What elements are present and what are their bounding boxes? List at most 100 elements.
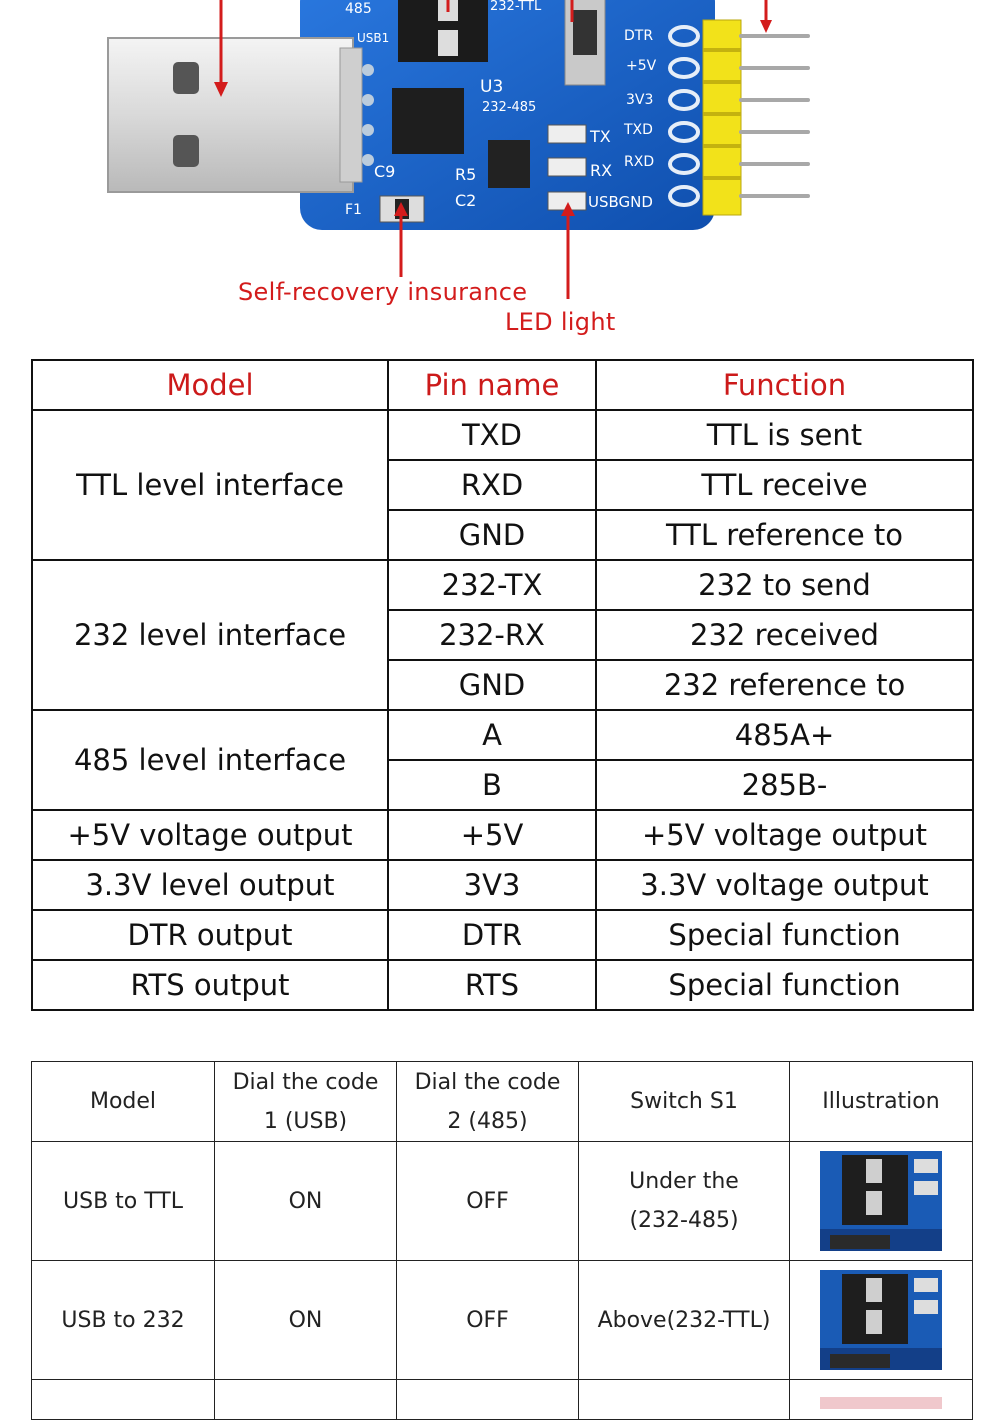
function-cell: TTL receive — [595, 459, 974, 511]
mode-switch-table: Model Dial the code 1 (USB) Dial the code… — [31, 1061, 973, 1420]
pin-cell: B — [387, 759, 597, 811]
silk-u3: U3 — [480, 77, 503, 97]
silk-f1: F1 — [345, 202, 362, 218]
model-cell: 485 level interface — [31, 709, 389, 811]
usb-converter-board-illustration: 485 USB1 232-TTL U3 232-485 C9 R5 C2 F1 … — [107, 0, 810, 299]
function-cell: 3.3V voltage output — [595, 859, 974, 911]
callout-led-label: LED light — [505, 308, 616, 336]
header-dial-2: Dial the code 2 (485) — [396, 1061, 579, 1142]
silk-usb1: USB1 — [357, 31, 389, 45]
model-cell: RTS output — [31, 959, 389, 1011]
callout-fuse-label: Self-recovery insurance — [238, 278, 528, 306]
silk-5v: +5V — [626, 58, 657, 74]
header-illustration: Illustration — [789, 1061, 973, 1142]
function-cell: TTL reference to — [595, 509, 974, 561]
switch-cell: Under the (232-485) — [578, 1141, 790, 1261]
silk-txd: TXD — [623, 122, 653, 138]
table-row: GND 232 reference to — [32, 659, 974, 711]
pin-cell: +5V — [387, 809, 597, 861]
dip-switch-photo — [820, 1270, 942, 1370]
function-cell: Special function — [595, 959, 974, 1011]
table-header-row: Model Dial the code 1 (USB) Dial the code… — [31, 1061, 973, 1142]
table-row: USB to 232 ON OFF Above(232-TTL) — [31, 1260, 973, 1380]
silk-c9: C9 — [374, 162, 395, 181]
silk-232-ttl: 232-TTL — [490, 0, 542, 14]
function-cell: 285B- — [595, 759, 974, 811]
silk-usbgnd: USBGND — [588, 193, 653, 211]
usb-hole-bottom — [173, 135, 199, 167]
silk-r5: R5 — [455, 165, 476, 184]
pin-cell: 3V3 — [387, 859, 597, 911]
header-dial-2-line1: Dial the code — [414, 1069, 561, 1095]
pin-cell: A — [387, 709, 597, 761]
header-pin-name: Pin name — [387, 359, 597, 411]
pin-function-table: Model Pin name Function TTL level interf… — [31, 359, 974, 1011]
table-row: RTS output RTS Special function — [31, 959, 974, 1011]
table-row: USB to TTL ON OFF Under the (232-485) — [31, 1141, 973, 1261]
illustration-cell — [789, 1260, 973, 1380]
header-dial-1: Dial the code 1 (USB) — [214, 1061, 397, 1142]
table-row: B 285B- — [32, 759, 974, 811]
table-row: 485 level interface A 485A+ — [31, 709, 974, 811]
pin-cell: GND — [387, 659, 597, 711]
header-model: Model — [31, 1061, 215, 1142]
dip-switch-photo — [820, 1151, 942, 1251]
silk-rxd: RXD — [624, 154, 654, 170]
table-row: RXD TTL receive — [32, 459, 974, 511]
model-cell: 3.3V level output — [31, 859, 389, 911]
pin-cell: 232-TX — [387, 559, 597, 611]
pin-cell: RTS — [387, 959, 597, 1011]
header-dial-1-line2: 1 (USB) — [263, 1108, 348, 1134]
table-row: GND TTL reference to — [32, 509, 974, 561]
switch-cell: Above(232-TTL) — [578, 1260, 790, 1380]
model-cell: 232 level interface — [31, 559, 389, 711]
switch-line1: Under the — [629, 1169, 739, 1194]
header-switch-s1: Switch S1 — [578, 1061, 790, 1142]
usb-hole-top — [173, 62, 199, 94]
model-cell: USB to TTL — [31, 1141, 215, 1261]
pin-cell: TXD — [387, 409, 597, 461]
silk-485: 485 — [345, 1, 372, 17]
model-cell: +5V voltage output — [31, 809, 389, 861]
illustration-cell — [789, 1141, 973, 1261]
dial-1-cell: ON — [214, 1260, 397, 1380]
header-dial-2-line2: 2 (485) — [447, 1108, 528, 1134]
silk-dtr: DTR — [624, 28, 653, 44]
header-dial-1-line1: Dial the code — [232, 1069, 379, 1095]
pin-header — [702, 19, 742, 216]
usb-plug — [107, 37, 354, 193]
silk-232-485: 232-485 — [482, 100, 536, 115]
switch-line2: (232-485) — [629, 1208, 739, 1233]
function-cell: 232 received — [595, 609, 974, 661]
model-cell: TTL level interface — [31, 409, 389, 561]
function-cell: 232 reference to — [595, 659, 974, 711]
table-row: +5V voltage output +5V +5V voltage outpu… — [31, 809, 974, 861]
pin-cell: 232-RX — [387, 609, 597, 661]
table-row: TTL level interface TXD TTL is sent — [31, 409, 974, 561]
header-model: Model — [31, 359, 389, 411]
function-cell: 232 to send — [595, 559, 974, 611]
silk-rx: RX — [590, 161, 612, 180]
model-cell: USB to 232 — [31, 1260, 215, 1380]
function-cell: TTL is sent — [595, 409, 974, 461]
function-cell: Special function — [595, 909, 974, 961]
table-row: 232 level interface 232-TX 232 to send — [31, 559, 974, 711]
table-row: 232-RX 232 received — [32, 609, 974, 661]
table-row: DTR output DTR Special function — [31, 909, 974, 961]
function-cell: 485A+ — [595, 709, 974, 761]
silk-tx: TX — [589, 127, 611, 146]
pin-cell: DTR — [387, 909, 597, 961]
switch-line1: Above(232-TTL) — [597, 1307, 771, 1333]
silk-c2: C2 — [455, 191, 476, 210]
dial-2-cell: OFF — [396, 1260, 579, 1380]
function-cell: +5V voltage output — [595, 809, 974, 861]
silk-3v3: 3V3 — [626, 92, 653, 108]
header-function: Function — [595, 359, 974, 411]
dial-1-cell: ON — [214, 1141, 397, 1261]
dial-2-cell: OFF — [396, 1141, 579, 1261]
pin-cell: GND — [387, 509, 597, 561]
model-cell: DTR output — [31, 909, 389, 961]
table-header-row: Model Pin name Function — [31, 359, 974, 411]
board-photo: 485 USB1 232-TTL U3 232-485 C9 R5 C2 F1 … — [0, 0, 1000, 350]
table-row: 3.3V level output 3V3 3.3V voltage outpu… — [31, 859, 974, 911]
